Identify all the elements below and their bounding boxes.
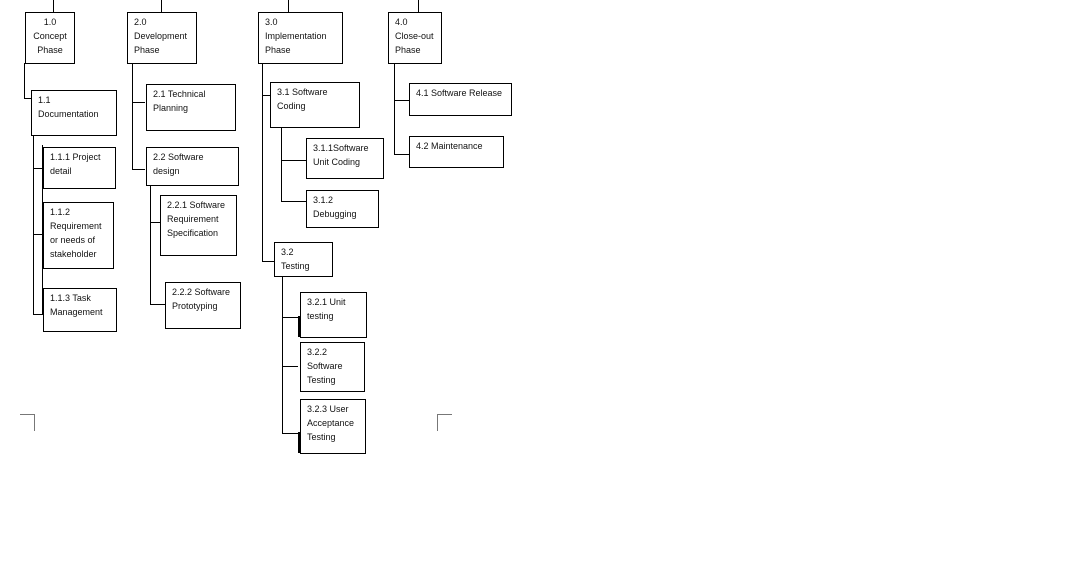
connector-to-3-1-2 [281,201,306,202]
connector-1-1-trunk [33,135,34,315]
wbs-node-3-2[interactable]: 3.2 Testing [274,242,333,277]
connector-to-2-2 [132,169,145,170]
connector-3-2-3-tick [298,432,300,453]
connector-to-3-1-1 [281,160,306,161]
connector-3-1-trunk [281,127,282,201]
connector-1-1-inner-trunk [42,145,43,315]
connector-to-2-2-2 [150,304,165,305]
connector-to-3-2 [262,261,274,262]
connector-top-phase-1 [53,0,54,12]
wbs-node-4-0[interactable]: 4.0 Close-out Phase [388,12,442,64]
wbs-node-1-1[interactable]: 1.1 Documentation [31,90,117,136]
connector-2-2-trunk [150,185,151,305]
connector-to-3-2-1 [282,317,300,318]
connector-to-1-1 [24,98,33,99]
connector-phase-3-trunk [262,63,263,261]
connector-3-2-1-tick [298,316,300,337]
connector-top-phase-3 [288,0,289,12]
wbs-node-4-2[interactable]: 4.2 Maintenance [409,136,504,168]
wbs-node-3-1-2[interactable]: 3.1.2 Debugging [306,190,379,228]
connector-to-4-1 [394,100,410,101]
connector-to-2-2-1 [150,222,160,223]
connector-phase-2-trunk [132,63,133,169]
wbs-node-2-1[interactable]: 2.1 Technical Planning [146,84,236,131]
connector-to-1-1-2 [33,234,43,235]
wbs-node-1-1-3[interactable]: 1.1.3 Task Management [43,288,117,332]
wbs-node-1-1-1[interactable]: 1.1.1 Project detail [43,147,116,189]
wbs-node-3-1[interactable]: 3.1 Software Coding [270,82,360,128]
wbs-node-1-0[interactable]: 1.0 Concept Phase [25,12,75,64]
wbs-node-4-1[interactable]: 4.1 Software Release [409,83,512,116]
connector-to-4-2 [394,154,410,155]
connector-phase-4-trunk [394,63,395,154]
wbs-node-2-2-1[interactable]: 2.2.1 Software Requirement Specification [160,195,237,256]
wbs-node-3-2-3[interactable]: 3.2.3 User Acceptance Testing [300,399,366,454]
wbs-node-3-1-1[interactable]: 3.1.1Software Unit Coding [306,138,384,179]
wbs-node-2-2[interactable]: 2.2 Software design [146,147,239,186]
page-corner-mark-left [20,414,35,431]
wbs-node-1-1-2[interactable]: 1.1.2 Requirement or needs of stakeholde… [43,202,114,269]
connector-to-3-2-3 [282,433,298,434]
connector-top-phase-2 [161,0,162,12]
connector-to-2-1 [132,102,145,103]
connector-to-1-1-3 [33,314,43,315]
wbs-node-2-2-2[interactable]: 2.2.2 Software Prototyping [165,282,241,329]
connector-3-2-trunk [282,276,283,434]
wbs-node-3-2-1[interactable]: 3.2.1 Unit testing [300,292,367,338]
wbs-node-3-0[interactable]: 3.0 Implementation Phase [258,12,343,64]
connector-top-phase-4 [418,0,419,12]
wbs-node-2-0[interactable]: 2.0 Development Phase [127,12,197,64]
connector-to-1-1-1 [33,168,43,169]
connector-to-3-2-2 [282,366,298,367]
connector-phase-1-trunk [24,63,25,98]
wbs-node-3-2-2[interactable]: 3.2.2 Software Testing [300,342,365,392]
connector-to-3-1 [262,95,270,96]
page-corner-mark-right [437,414,452,431]
